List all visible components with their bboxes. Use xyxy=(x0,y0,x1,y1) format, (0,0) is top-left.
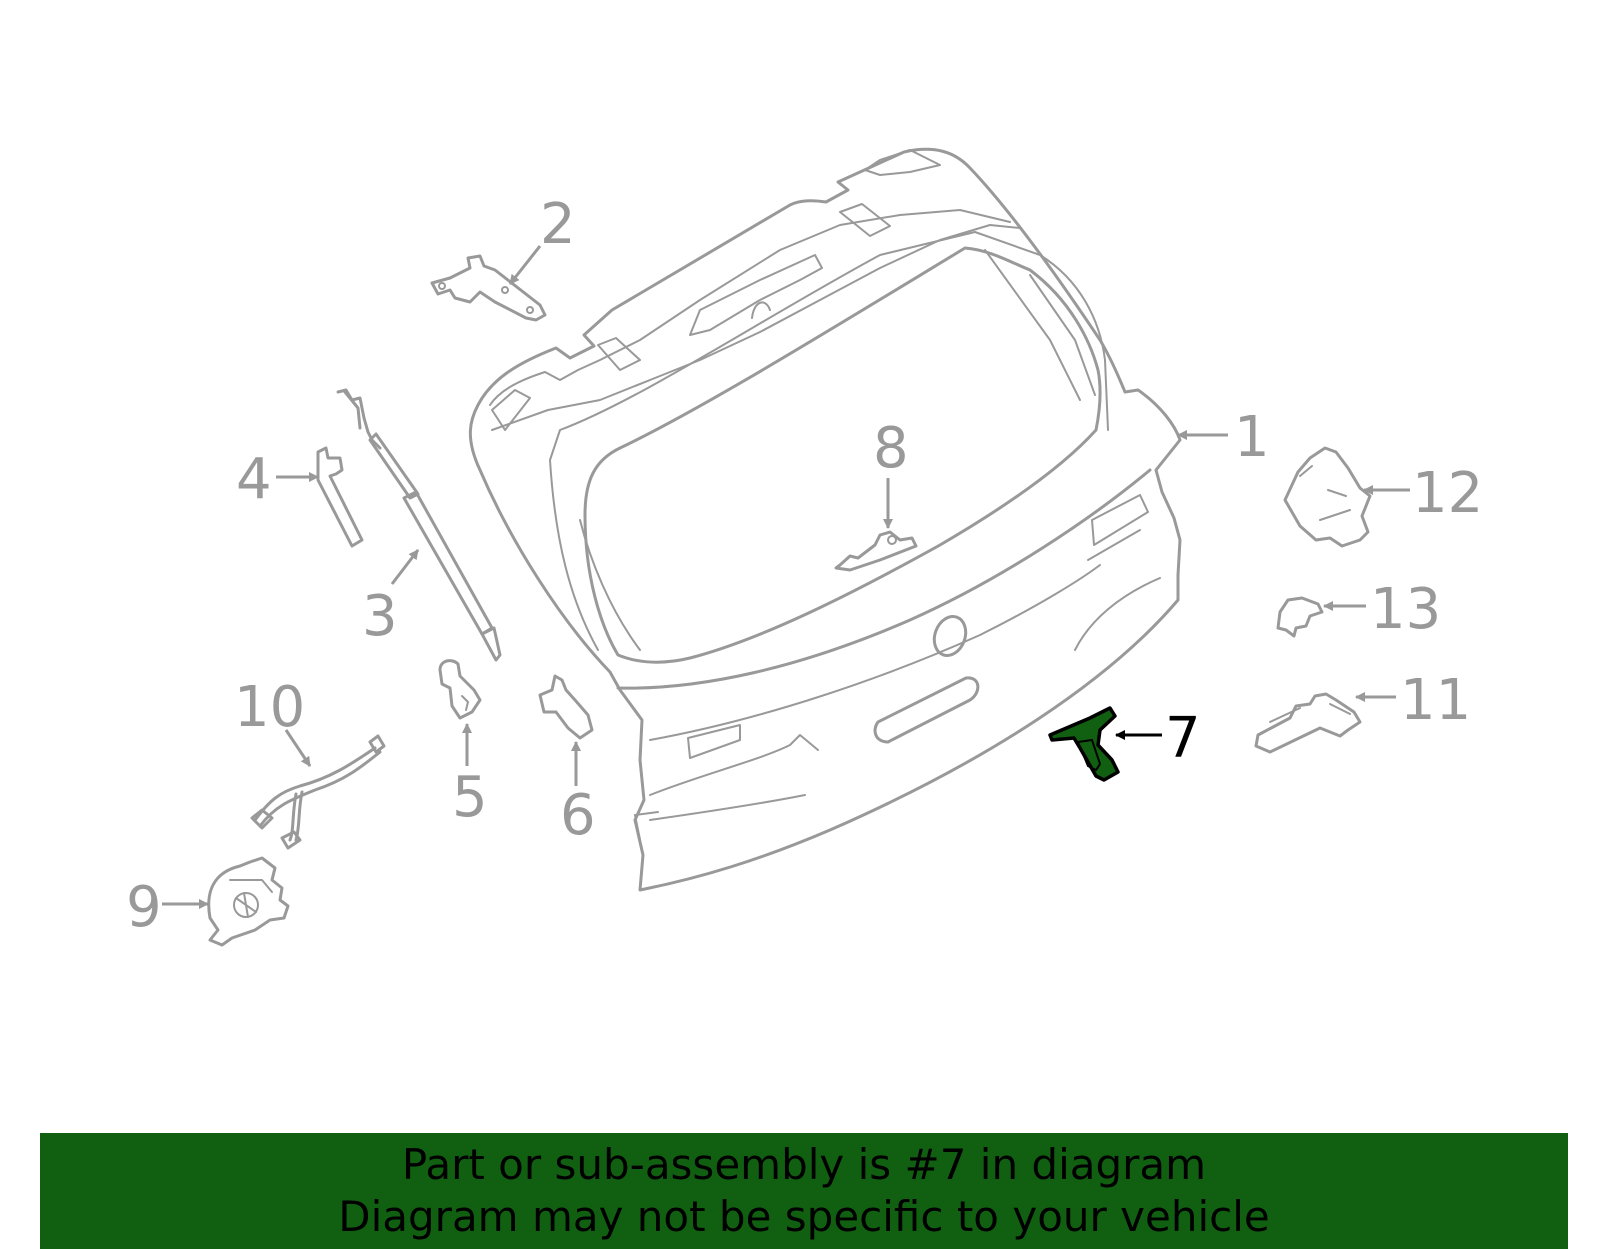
part-7-highlighted[interactable] xyxy=(1048,706,1120,782)
callout-10: 10 xyxy=(234,675,305,740)
part-5-striker xyxy=(438,659,482,720)
callout-13: 13 xyxy=(1370,577,1441,642)
callout-3: 3 xyxy=(362,584,398,649)
callout-2: 2 xyxy=(540,192,576,257)
part-2-hinge xyxy=(430,254,547,322)
callout-4: 4 xyxy=(236,447,272,512)
part-13-clip xyxy=(1276,596,1324,638)
part-4-bracket xyxy=(316,446,364,548)
callout-5: 5 xyxy=(452,765,488,830)
callout-8: 8 xyxy=(873,416,909,481)
part-3-strut xyxy=(336,388,502,662)
part-12-actuator xyxy=(1283,446,1372,548)
callout-9: 9 xyxy=(126,875,162,940)
part-6-bracket xyxy=(538,674,594,740)
part-8-camera-bracket xyxy=(834,530,918,572)
part-11-latch xyxy=(1254,692,1362,754)
part-10-wire-harness xyxy=(250,734,386,850)
callout-12: 12 xyxy=(1412,461,1483,526)
info-banner: Part or sub-assembly is #7 in diagram Di… xyxy=(40,1133,1568,1249)
callout-1: 1 xyxy=(1234,405,1270,470)
part-1-liftgate xyxy=(468,147,1182,892)
callout-6: 6 xyxy=(560,783,596,848)
callout-11: 11 xyxy=(1400,668,1471,733)
part-9-latch-motor xyxy=(207,856,290,947)
callout-7[interactable]: 7 xyxy=(1165,706,1201,771)
banner-line-disclaimer: Diagram may not be specific to your vehi… xyxy=(338,1192,1270,1241)
callouts: 1 2 3 4 5 6 7 8 9 10 11 12 xyxy=(126,192,1483,940)
banner-line-part: Part or sub-assembly is #7 in diagram xyxy=(401,1140,1207,1189)
